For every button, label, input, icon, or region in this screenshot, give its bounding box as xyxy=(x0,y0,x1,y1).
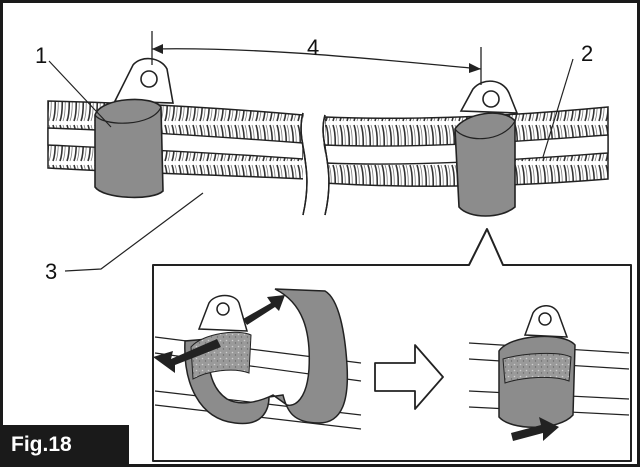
callout-2: 2 xyxy=(581,41,594,66)
callout-4: 4 xyxy=(307,35,320,60)
clamp-left xyxy=(94,57,174,199)
arrow-press-icon xyxy=(511,417,559,441)
clamp-right xyxy=(454,80,519,217)
spacing-dimension xyxy=(151,31,482,85)
step-arrow-icon xyxy=(374,344,444,410)
detail-inset xyxy=(152,228,632,462)
installation-diagram xyxy=(47,31,632,462)
arrow-pull-left-icon xyxy=(153,339,221,373)
callout-1: 1 xyxy=(35,43,48,68)
callout-3: 3 xyxy=(45,259,58,284)
hose-assembly xyxy=(47,57,609,217)
leader-line-2 xyxy=(542,58,574,158)
arrow-pull-right-icon xyxy=(243,295,285,325)
strap-closed-view xyxy=(468,305,630,441)
leader-line-3 xyxy=(64,192,204,272)
figure-label: Fig.18 xyxy=(3,425,129,464)
strap-open-view xyxy=(153,288,362,430)
leader-line-1 xyxy=(48,60,112,128)
